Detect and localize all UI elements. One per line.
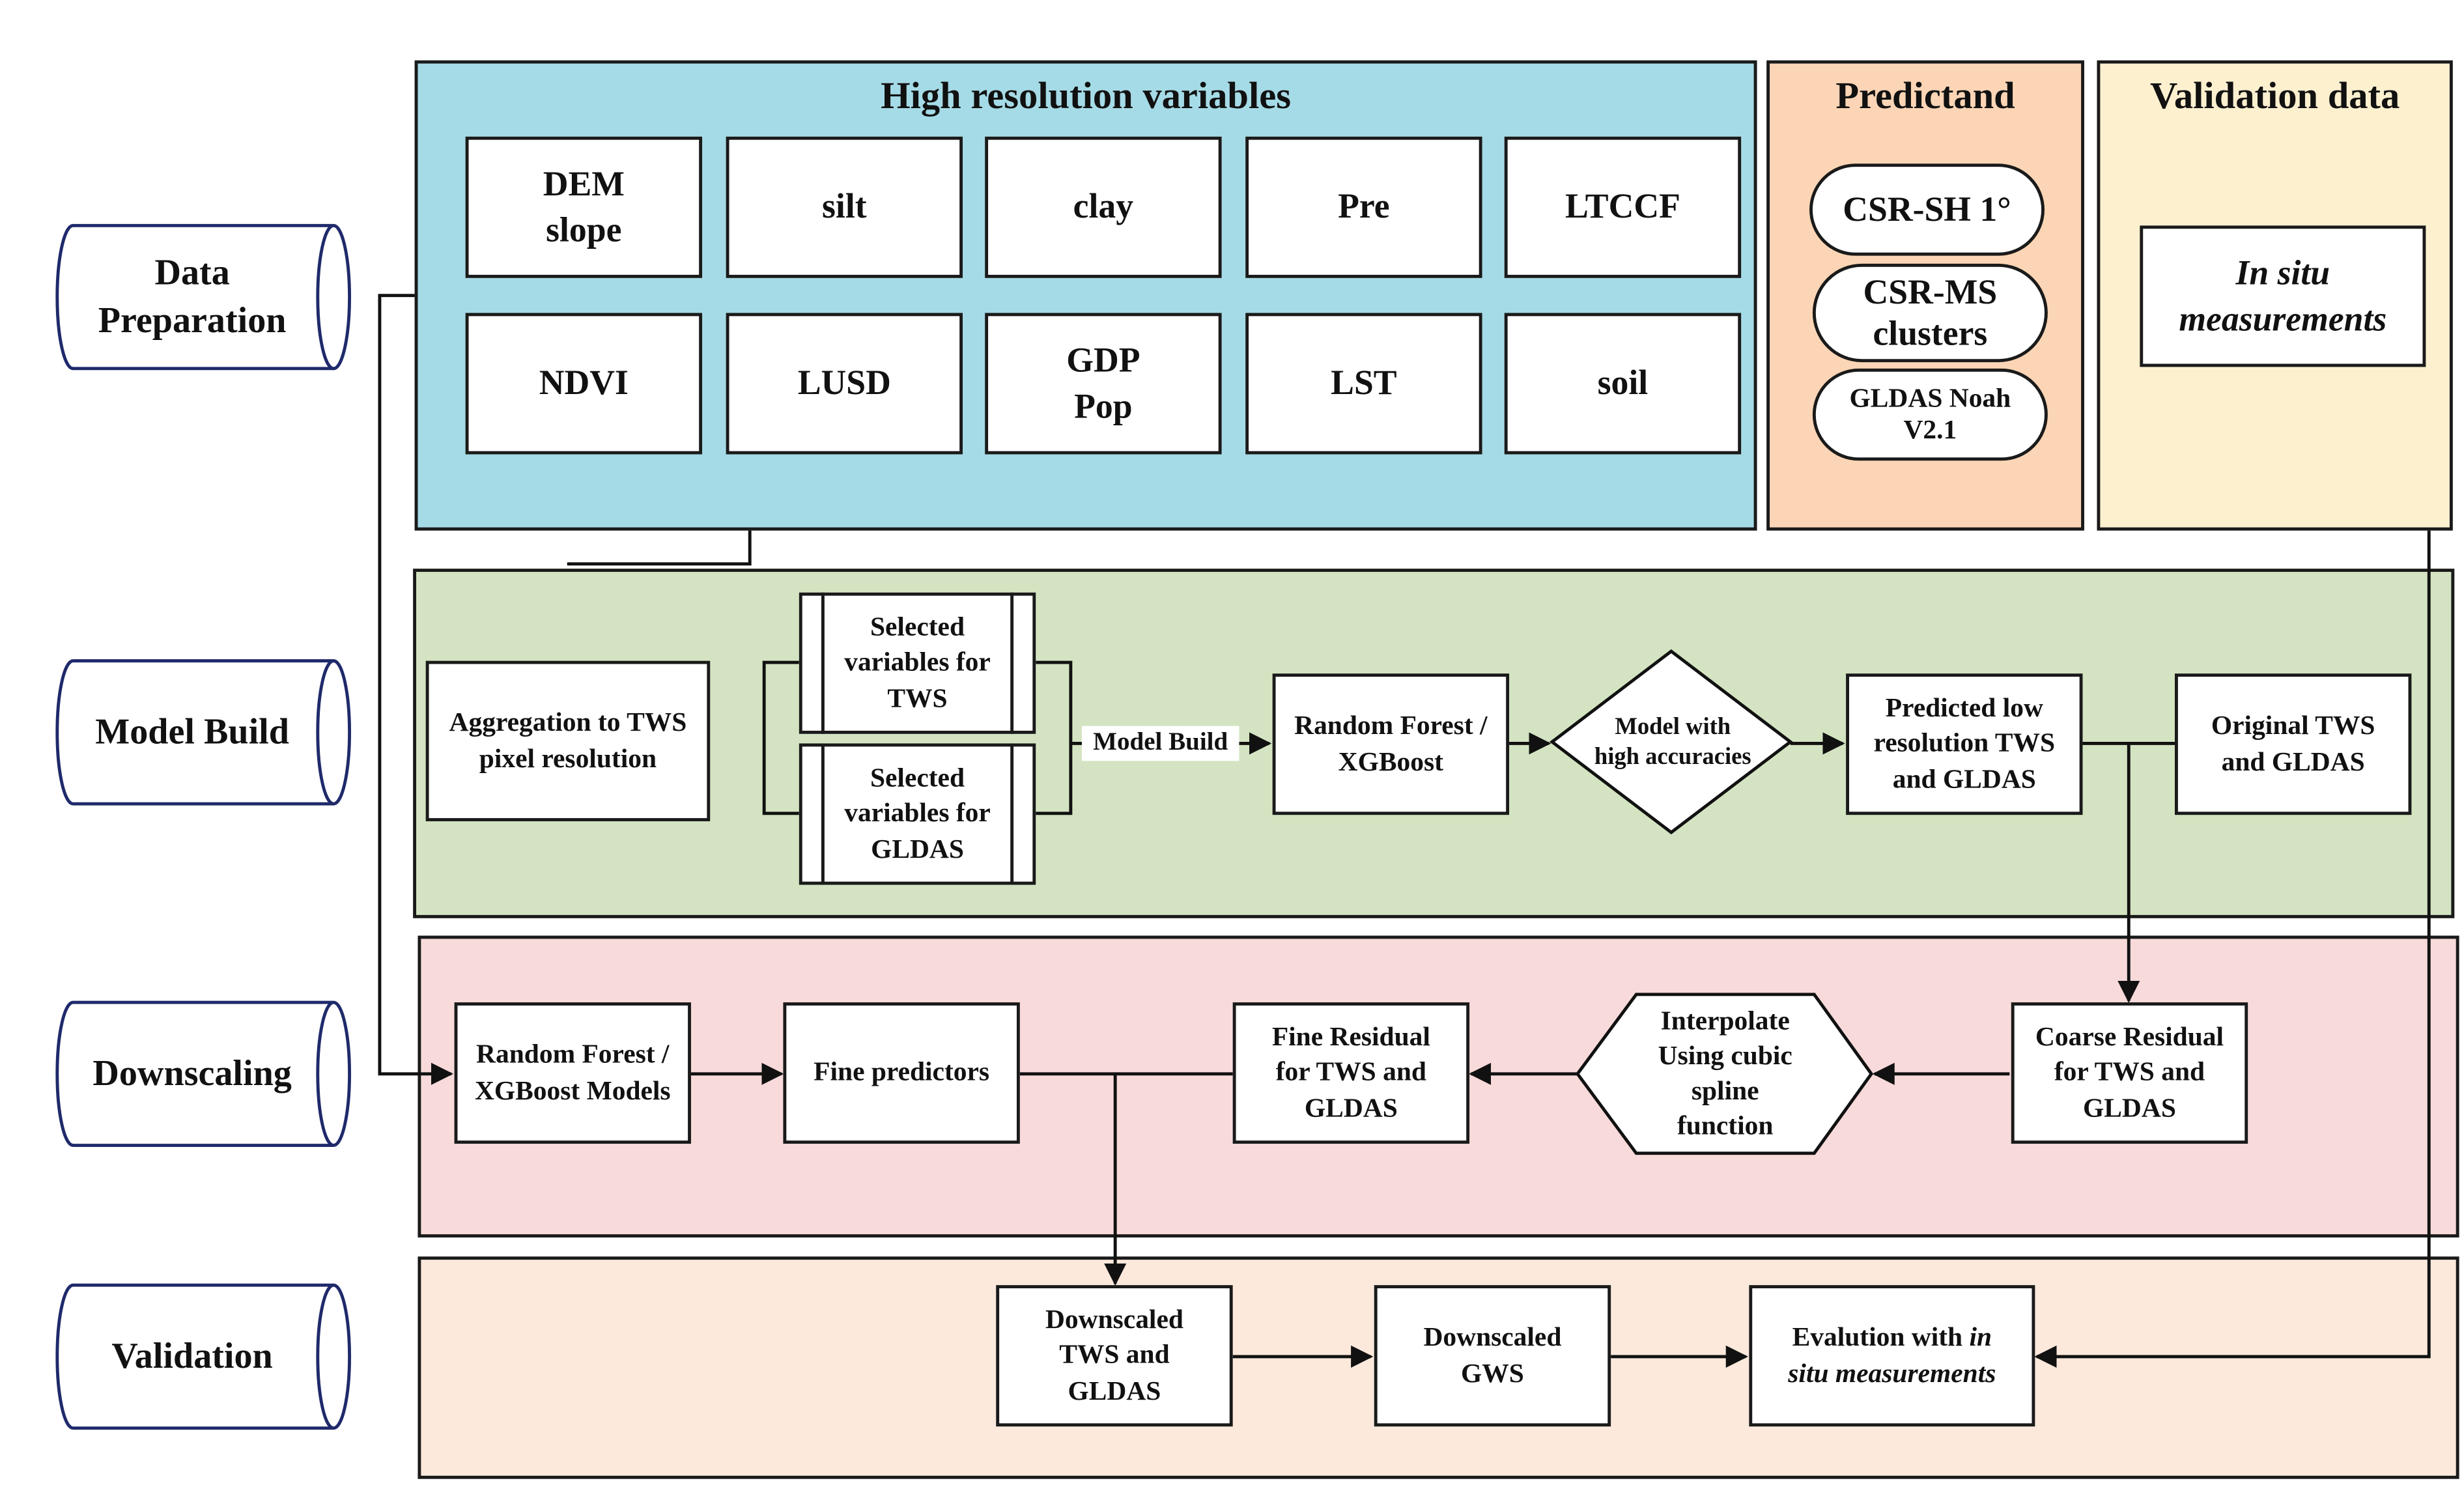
validation-data-title: Validation data [2149, 76, 2400, 118]
selected-variables-gldas: Selected variables for GLDAS [799, 743, 1036, 885]
coarse-residual-box: Coarse Residual for TWS and GLDAS [2011, 1002, 2248, 1144]
variable-clay: clay [985, 136, 1222, 278]
stage-label-data-preparation: Data Preparation [98, 253, 287, 340]
predictand-gldas: GLDAS Noah V2.1 [1812, 368, 2048, 461]
original-tws-gldas-box: Original TWS and GLDAS [2174, 673, 2412, 815]
evaluation-situ: situ measurements [1788, 1357, 1996, 1388]
variable-ndvi: NDVI [465, 313, 703, 455]
variable-ltccf: LTCCF [1504, 136, 1742, 278]
in-situ-measurements: In situ measurements [2140, 225, 2426, 367]
downscaled-tws-gldas-box: Downscaled TWS and GLDAS [996, 1285, 1233, 1427]
predicted-low-resolution-box: Predicted low resolution TWS and GLDAS [1846, 673, 2083, 815]
process-bar-right-tws [1010, 592, 1014, 734]
process-bar-left-tws [821, 592, 825, 734]
fine-predictors-box: Fine predictors [783, 1002, 1020, 1144]
variable-soil: soil [1504, 313, 1742, 455]
variable-lst: LST [1245, 313, 1482, 455]
downscaled-gws-box: Downscaled GWS [1374, 1285, 1611, 1427]
rf-xgboost-models-box: Random Forest / XGBoost Models [454, 1002, 691, 1144]
decision-diamond [1549, 649, 1793, 835]
predictand-csr-ms: CSR-MS clusters [1812, 263, 2048, 363]
fine-residual-box: Fine Residual for TWS and GLDAS [1232, 1002, 1470, 1144]
model-build-arrow-label: Model Build [1081, 726, 1239, 761]
evaluation-in: in [1969, 1322, 1992, 1353]
variable-gdp-pop: GDP Pop [985, 313, 1222, 455]
stage-label-model-build: Model Build [95, 711, 289, 752]
interpolate-label: Interpolate Using cubic spline function [1658, 1005, 1792, 1141]
stage-label-validation: Validation [111, 1336, 273, 1376]
random-forest-xgboost-box: Random Forest / XGBoost [1272, 673, 1510, 815]
process-bar-right-gldas [1010, 743, 1014, 885]
variable-lusd: LUSD [726, 313, 963, 455]
stage-label-downscaling: Downscaling [92, 1053, 292, 1094]
process-bar-left-gldas [821, 743, 825, 885]
aggregation-box: Aggregation to TWS pixel resolution [425, 660, 711, 821]
variable-dem-slope: DEM slope [465, 136, 703, 278]
variable-pre: Pre [1245, 136, 1482, 278]
evaluation-box: Evalution with in situ measurements [1749, 1285, 2035, 1427]
selected-variables-tws: Selected variables for TWS [799, 592, 1036, 734]
predictand-title: Predictand [1835, 76, 2015, 118]
evaluation-prefix: Evalution with [1792, 1322, 1970, 1353]
high-res-title: High resolution variables [881, 76, 1291, 118]
variable-silt: silt [726, 136, 963, 278]
decision-label: Model with high accuracies [1594, 714, 1751, 770]
predictand-csr-sh: CSR-SH 1° [1809, 163, 2045, 256]
